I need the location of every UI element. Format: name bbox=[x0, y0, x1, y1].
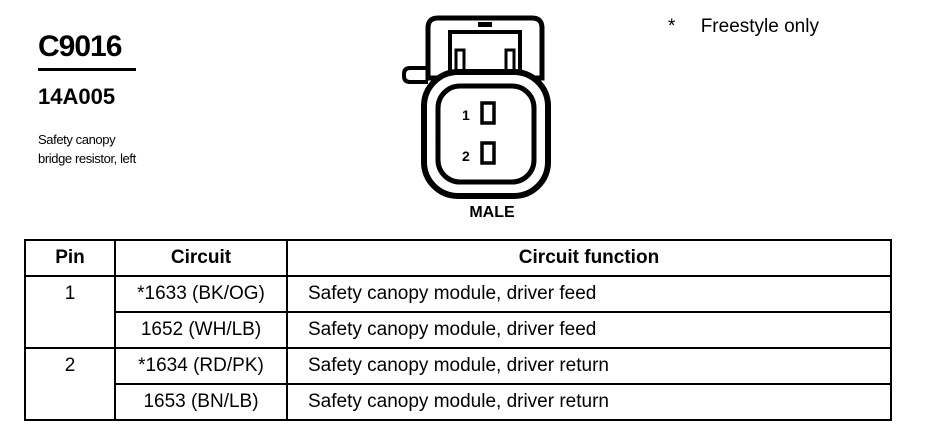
pin-cell: 1 bbox=[24, 275, 116, 349]
connector-id: C9016 bbox=[38, 30, 122, 63]
footnote-text: Freestyle only bbox=[700, 16, 819, 37]
table-row: 1652 (WH/LB) Safety canopy module, drive… bbox=[25, 311, 892, 349]
pin-1-terminal bbox=[480, 101, 496, 125]
pinout-table: Pin Circuit Circuit function 1 *1633 (BK… bbox=[24, 239, 892, 421]
header-pin: Pin bbox=[24, 239, 116, 277]
header-function: Circuit function bbox=[286, 239, 892, 277]
circuit-cell: *1634 (RD/PK) bbox=[114, 347, 288, 385]
pin-cell: 2 bbox=[24, 347, 116, 421]
function-cell: Safety canopy module, driver feed bbox=[286, 275, 892, 313]
footnote-mark: * bbox=[668, 16, 676, 37]
circuit-cell: 1653 (BN/LB) bbox=[114, 383, 288, 421]
pin-2-terminal bbox=[480, 141, 496, 165]
footnote: * Freestyle only bbox=[668, 16, 819, 38]
connector-description: Safety canopy bridge resistor, left bbox=[38, 130, 136, 168]
description-line-2: bridge resistor, left bbox=[38, 151, 136, 166]
table-header-row: Pin Circuit Circuit function bbox=[24, 239, 892, 277]
table-row: 2 *1634 (RD/PK) Safety canopy module, dr… bbox=[24, 347, 892, 421]
table-row: 1653 (BN/LB) Safety canopy module, drive… bbox=[25, 383, 892, 421]
latch-tab bbox=[478, 22, 492, 27]
function-cell: Safety canopy module, driver feed bbox=[286, 311, 892, 349]
connector-body-inner bbox=[435, 83, 537, 185]
function-cell: Safety canopy module, driver return bbox=[286, 383, 892, 421]
header-circuit: Circuit bbox=[114, 239, 288, 277]
connector-body bbox=[421, 69, 551, 199]
connector-latch-inner bbox=[448, 30, 522, 76]
circuit-cell: *1633 (BK/OG) bbox=[114, 275, 288, 313]
connector-gender: MALE bbox=[469, 204, 515, 221]
pin-label-1: 1 bbox=[462, 107, 470, 123]
connector-latch bbox=[425, 15, 545, 81]
table-row: 1 *1633 (BK/OG) Safety canopy module, dr… bbox=[24, 275, 892, 349]
pin-label-2: 2 bbox=[462, 148, 470, 164]
connector-face-diagram: 1 2 bbox=[402, 15, 551, 199]
circuit-cell: 1652 (WH/LB) bbox=[114, 311, 288, 349]
function-cell: Safety canopy module, driver return bbox=[286, 347, 892, 385]
connector-key bbox=[402, 66, 428, 84]
description-line-1: Safety canopy bbox=[38, 132, 116, 147]
part-number: 14A005 bbox=[38, 84, 116, 109]
connector-id-underline bbox=[38, 68, 136, 71]
